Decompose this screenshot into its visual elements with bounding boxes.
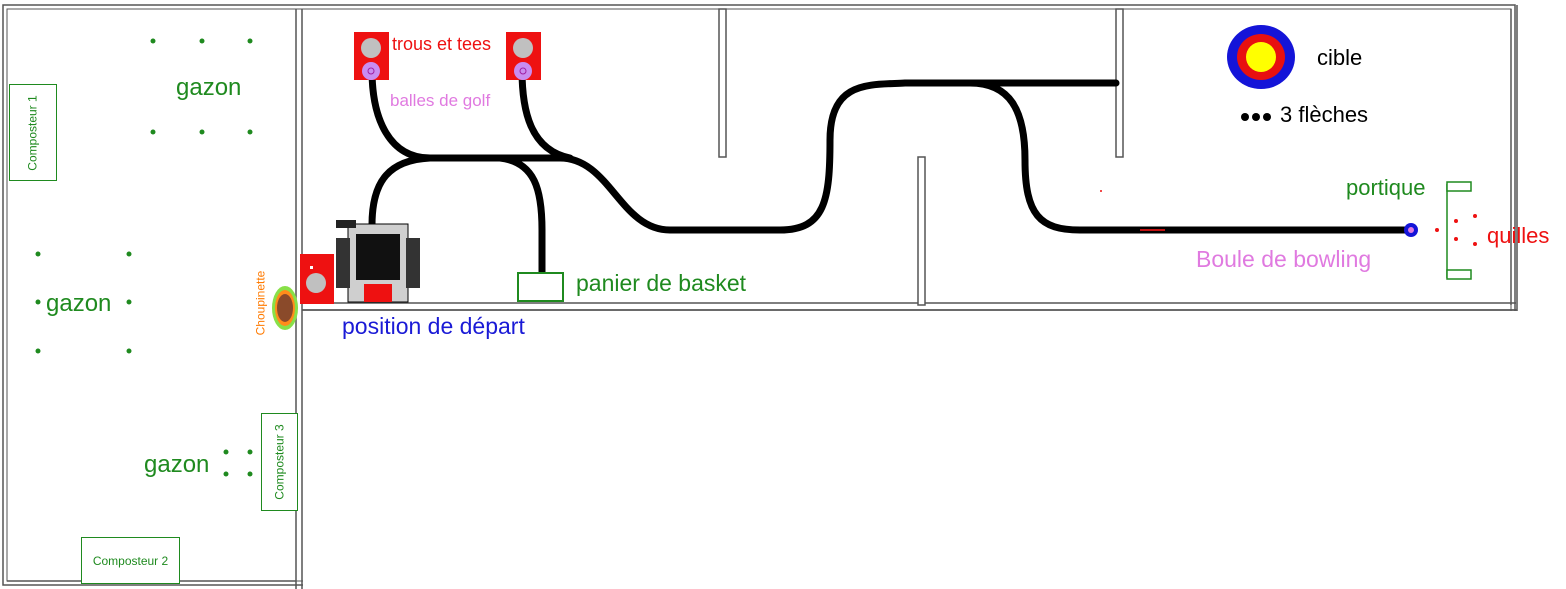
composteur-3: Composteur 3 xyxy=(261,413,298,511)
bowling-ball-icon xyxy=(1404,223,1418,237)
composteur-1: Composteur 1 xyxy=(9,84,57,181)
target-icon xyxy=(1227,25,1295,89)
golf-hole-1 xyxy=(354,32,389,80)
gazon-label-top: gazon xyxy=(176,74,242,101)
fleches-label: 3 flèches xyxy=(1280,102,1369,127)
pins-dots xyxy=(1435,214,1477,246)
portique-label: portique xyxy=(1346,175,1426,200)
quilles-label: quilles xyxy=(1487,223,1550,248)
gazon-label-mid: gazon xyxy=(46,290,112,317)
partition-2 xyxy=(917,156,926,306)
basket-box xyxy=(517,272,564,302)
balles-golf-label: balles de golf xyxy=(390,91,491,110)
gazon-label-bottom: gazon xyxy=(144,451,210,478)
start-zone xyxy=(300,254,334,304)
portique-frame xyxy=(1446,181,1472,280)
boule-bowling-label: Boule de bowling xyxy=(1196,246,1372,272)
composteur-2: Composteur 2 xyxy=(81,537,180,584)
partition-1 xyxy=(718,8,727,158)
golf-hole-2 xyxy=(506,32,541,80)
grass-dots xyxy=(35,38,253,477)
robot-icon xyxy=(336,220,420,303)
position-depart-label: position de départ xyxy=(342,313,525,339)
panier-basket-label: panier de basket xyxy=(576,270,747,296)
choupinette-label: Choupinette xyxy=(253,270,268,336)
choupinette-marker xyxy=(272,286,298,330)
trous-tees-label: trous et tees xyxy=(392,34,492,54)
track-line xyxy=(368,66,1414,277)
arrows-dots xyxy=(1241,113,1271,121)
cible-label: cible xyxy=(1317,45,1363,70)
